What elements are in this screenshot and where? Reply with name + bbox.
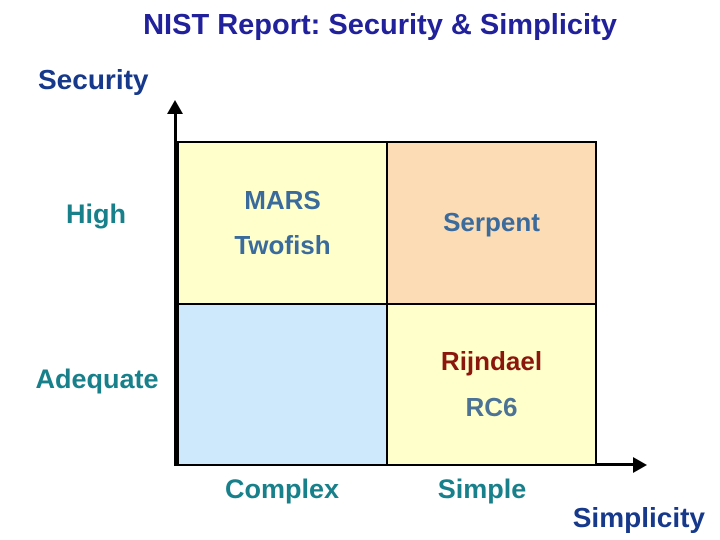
cipher-twofish: Twofish (234, 230, 331, 260)
quadrant-top-right: Serpent (388, 143, 595, 303)
quadrant-bottom-right: Rijndael RC6 (388, 305, 595, 464)
slide-title: NIST Report: Security & Simplicity (143, 9, 617, 41)
y-axis-line (174, 112, 177, 466)
x-tick-simple: Simple (437, 474, 527, 504)
quadrant-bottom-left (179, 305, 386, 464)
up-arrow-icon (167, 100, 183, 114)
y-tick-adequate: Adequate (35, 364, 159, 394)
cipher-rijndael: Rijndael (440, 346, 543, 377)
cipher-rc6: RC6 (465, 391, 518, 422)
quadrant-grid: MARS Twofish Serpent Rijndael RC6 (177, 141, 597, 466)
quadrant-top-left: MARS Twofish (179, 143, 386, 303)
cipher-serpent: Serpent (443, 207, 540, 238)
y-axis-label: Security (38, 64, 149, 95)
right-arrow-icon (633, 457, 647, 473)
y-tick-high: High (66, 199, 126, 229)
x-tick-complex: Complex (224, 474, 340, 504)
cipher-mars: MARS (244, 184, 321, 215)
x-axis-label: Simplicity (572, 502, 705, 533)
